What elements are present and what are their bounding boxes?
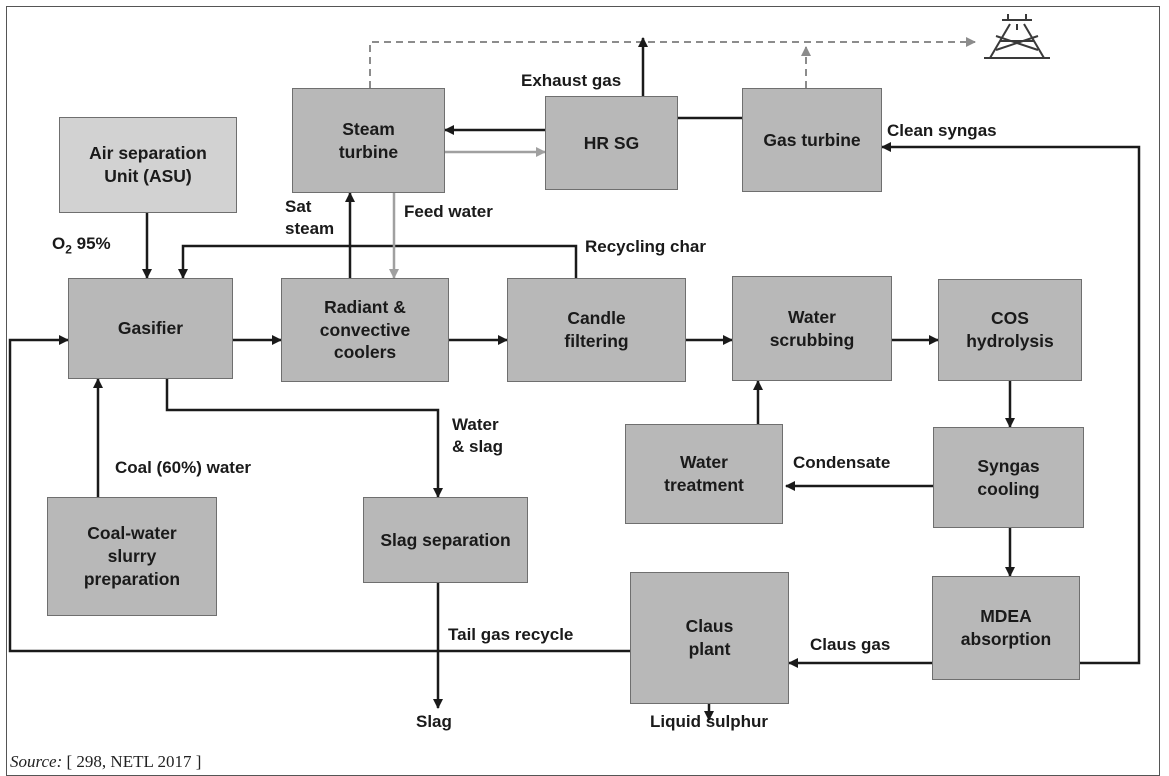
water-steam-lines <box>389 147 546 279</box>
transmission-tower-icon <box>984 14 1050 59</box>
condensate-label: Condensate <box>793 453 891 472</box>
source-caption: Source: [ 298, NETL 2017 ] <box>10 752 201 772</box>
candle-filtering-box: Candle filtering <box>507 278 686 382</box>
gas-turbine-box: Gas turbine <box>742 88 882 192</box>
syngas-cooling-box: Syngas cooling <box>933 427 1084 528</box>
coal-water-slurry-box: Coal-water slurry preparation <box>47 497 217 616</box>
exhaust-gas-label: Exhaust gas <box>521 71 622 90</box>
claus-gas-label: Claus gas <box>810 635 891 654</box>
mdea-absorption-box: MDEA absorption <box>932 576 1080 680</box>
coal-water-label: Coal (60%) water <box>115 458 252 477</box>
claus-plant-box: Claus plant <box>630 572 789 704</box>
clean-syngas-label: Clean syngas <box>887 121 997 140</box>
feed-water-label: Feed water <box>404 202 493 221</box>
sat-steam-label: Sat steam <box>285 197 335 239</box>
main-flow-lines <box>8 37 1141 721</box>
cos-hydrolysis-box: COS hydrolysis <box>938 279 1082 381</box>
oxygen-label: O2 95% <box>52 233 111 258</box>
radiant-convective-coolers-box: Radiant & convective coolers <box>281 278 449 382</box>
hrsg-box: HR SG <box>545 96 678 190</box>
source-prefix: Source: <box>10 752 63 771</box>
recycling-char-label: Recycling char <box>585 237 706 256</box>
oxygen-symbol: O <box>52 234 66 253</box>
oxygen-purity: 95% <box>71 234 111 253</box>
liquid-sulphur-label: Liquid sulphur <box>650 712 769 731</box>
gasifier-box: Gasifier <box>68 278 233 379</box>
exhaust-dashed-lines <box>369 37 976 88</box>
steam-turbine-box: Steam turbine <box>292 88 445 193</box>
slag-output-label: Slag <box>416 712 452 731</box>
tail-gas-recycle-label: Tail gas recycle <box>448 625 574 644</box>
air-separation-unit-box: Air separation Unit (ASU) <box>59 117 237 213</box>
slag-separation-box: Slag separation <box>363 497 528 583</box>
water-slag-label: Water & slag <box>452 415 504 457</box>
oxygen-subscript: 2 <box>65 242 72 257</box>
source-reference: [ 298, NETL 2017 ] <box>62 752 202 771</box>
water-scrubbing-box: Water scrubbing <box>732 276 892 381</box>
water-treatment-box: Water treatment <box>625 424 783 524</box>
